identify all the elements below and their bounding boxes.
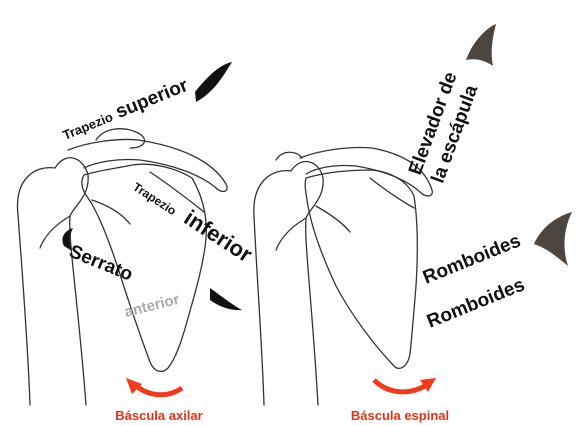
right-clavicle — [276, 152, 302, 160]
serrato-anterior-small: anterior — [123, 291, 181, 321]
right-humerus-neck — [276, 218, 306, 250]
trapezio-inferior-big: inferior — [180, 205, 258, 267]
left-acromion — [68, 139, 227, 191]
left-humerus — [17, 158, 88, 405]
trapezio-superior-big: superior — [113, 75, 192, 123]
left-scapula-border — [92, 200, 130, 224]
elevador-label: Elevador de la escápula — [405, 69, 484, 186]
anterior-label: anterior — [123, 291, 181, 321]
bascula-axilar-caption: Báscula axilar — [115, 408, 202, 423]
trapezio-inferior-arrow — [210, 288, 242, 310]
trapezio-superior-label: Trapezio superior — [59, 75, 192, 145]
right-humerus — [254, 162, 323, 405]
serrato-anterior-label: Serrato — [66, 241, 136, 285]
trapezio-superior-arrow — [195, 62, 232, 102]
bascula-espinal-caption: Báscula espinal — [351, 408, 449, 423]
right-scapula-border — [316, 206, 350, 232]
bascula-espinal-arrow — [374, 378, 436, 392]
romboides-arrow — [534, 212, 572, 266]
left-clavicle — [96, 129, 145, 148]
trapezio-inferior-label: Trapezio inferior — [129, 172, 257, 267]
serrato-anterior-big: Serrato — [66, 241, 136, 285]
bascula-axilar-arrow — [126, 378, 182, 395]
elevador-arrow — [466, 24, 496, 66]
right-shoulder-illustration — [254, 147, 432, 405]
trapezio-superior-small: Trapezio — [61, 109, 116, 143]
trapezio-inferior-small: Trapezio — [130, 180, 178, 218]
